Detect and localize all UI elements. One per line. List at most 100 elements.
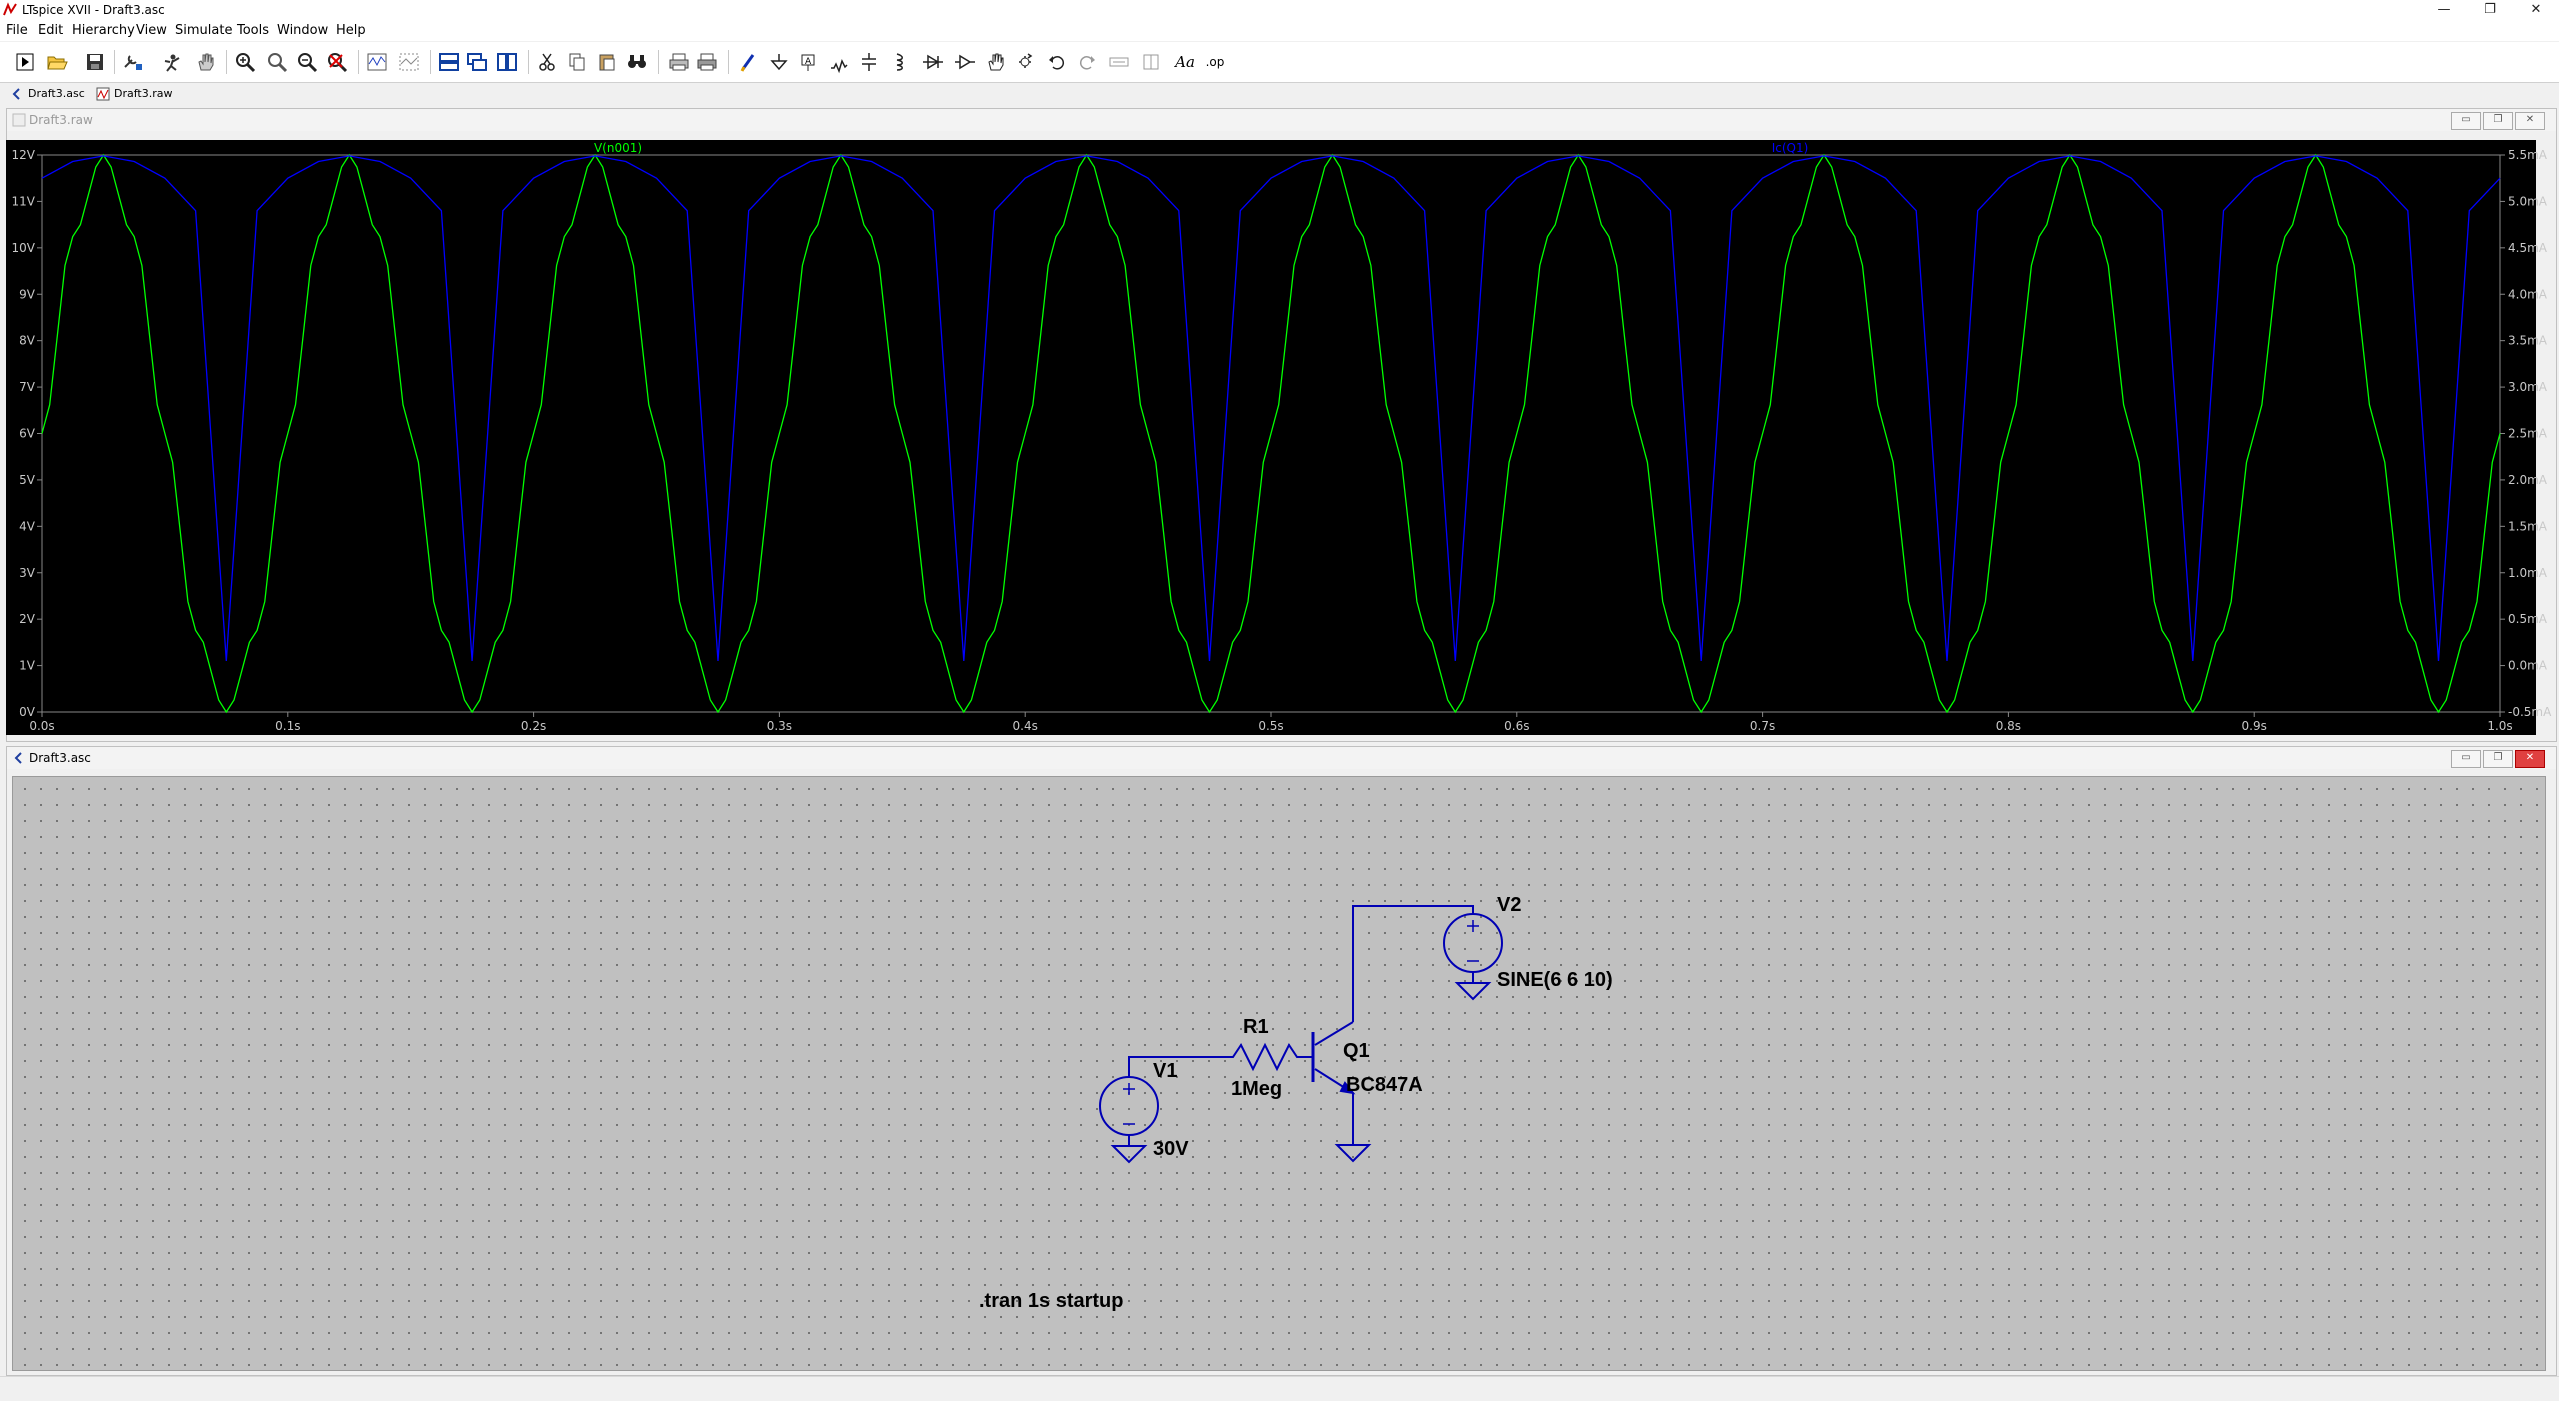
schematic-minimize-button[interactable]: ▭ xyxy=(2451,750,2481,768)
schematic-window-icon xyxy=(14,752,22,764)
menu-edit[interactable]: Edit xyxy=(38,23,64,38)
drag-icon[interactable] xyxy=(1012,49,1038,75)
cascade-icon[interactable] xyxy=(464,49,490,75)
wire-q1-collector-to-v2 xyxy=(1352,905,1474,1022)
label-net-icon[interactable]: A xyxy=(796,49,822,75)
toolbar-separator xyxy=(528,50,529,74)
schematic-close-button[interactable]: ✕ xyxy=(2515,750,2545,768)
waveform-minimize-button[interactable]: ▭ xyxy=(2451,112,2481,130)
diode-icon[interactable] xyxy=(920,49,946,75)
spice-directive-text[interactable]: .tran 1s startup xyxy=(979,1290,1123,1312)
zoom-area-icon[interactable] xyxy=(264,49,290,75)
pan-icon[interactable] xyxy=(192,49,218,75)
waveform-window-title: Draft3.raw xyxy=(29,113,93,127)
y-left-tick-label: 11V xyxy=(12,194,36,208)
tab-draft3-asc[interactable]: Draft3.asc xyxy=(6,85,85,103)
schematic-tab-icon xyxy=(12,88,20,100)
schematic-restore-button[interactable]: ❐ xyxy=(2483,750,2513,768)
move-icon[interactable] xyxy=(982,49,1008,75)
y-right-tick-label: 4.0mA xyxy=(2508,287,2548,301)
print-setup-icon[interactable] xyxy=(694,49,720,75)
toolbar-separator xyxy=(114,50,115,74)
rotate-icon[interactable] xyxy=(1106,49,1132,75)
y-right-tick-label: 5.5mA xyxy=(2508,148,2548,162)
undo-icon[interactable] xyxy=(1044,49,1070,75)
mirror-icon[interactable] xyxy=(1138,49,1164,75)
q1-ground-symbol xyxy=(1334,1144,1372,1163)
find-icon[interactable] xyxy=(624,49,650,75)
waveform-close-button[interactable]: ✕ xyxy=(2515,112,2545,130)
menu-file[interactable]: File xyxy=(6,23,28,38)
tab-draft3-raw[interactable]: Draft3.raw xyxy=(92,85,172,103)
inductor-icon[interactable] xyxy=(886,49,912,75)
menu-window[interactable]: Window xyxy=(277,23,329,38)
spice-directive-icon[interactable]: .op xyxy=(1202,49,1228,75)
grid-icon[interactable] xyxy=(396,49,422,75)
draw-wire-icon[interactable] xyxy=(736,49,762,75)
waveform-restore-button[interactable]: ❐ xyxy=(2483,112,2513,130)
open-icon[interactable] xyxy=(44,49,70,75)
x-tick-label: 0.3s xyxy=(767,719,792,733)
y-left-tick-label: 3V xyxy=(19,566,36,580)
r1-value-label[interactable]: 1Meg xyxy=(1231,1078,1282,1100)
schematic-drawing: V1 30V R1 1Meg Q1 BC847A V2 SINE(6 6 10)… xyxy=(979,894,1613,1312)
autorange-icon[interactable] xyxy=(364,49,390,75)
y-left-tick-label: 5V xyxy=(19,473,36,487)
maximize-button[interactable]: ❐ xyxy=(2484,2,2496,17)
run-icon[interactable] xyxy=(12,49,38,75)
minimize-button[interactable]: — xyxy=(2437,2,2451,17)
y-right-tick-label: 4.5mA xyxy=(2508,241,2548,255)
r1-resistor[interactable] xyxy=(1225,1042,1305,1072)
copy-icon[interactable] xyxy=(564,49,590,75)
v1-value-label[interactable]: 30V xyxy=(1153,1138,1189,1160)
close-button[interactable]: ✕ xyxy=(2530,2,2542,17)
y-right-tick-label: 5.0mA xyxy=(2508,194,2548,208)
q1-model-label[interactable]: BC847A xyxy=(1346,1074,1423,1096)
v2-label[interactable]: V2 xyxy=(1497,894,1521,916)
legend-label-ic-q1-: Ic(Q1) xyxy=(1772,141,1809,155)
menu-help[interactable]: Help xyxy=(336,23,366,38)
halt-icon[interactable] xyxy=(160,49,186,75)
zoom-out-icon[interactable] xyxy=(294,49,320,75)
v1-label[interactable]: V1 xyxy=(1153,1060,1177,1082)
x-tick-label: 0.4s xyxy=(1013,719,1038,733)
toolbar: A Aa .op xyxy=(0,42,2559,83)
r1-label[interactable]: R1 xyxy=(1243,1016,1269,1038)
x-tick-label: 0.5s xyxy=(1258,719,1283,733)
zoom-in-icon[interactable] xyxy=(232,49,258,75)
capacitor-icon[interactable] xyxy=(856,49,882,75)
ground-icon[interactable] xyxy=(766,49,792,75)
document-tab-strip: Draft3.asc Draft3.raw xyxy=(0,83,2559,104)
cut-icon[interactable] xyxy=(534,49,560,75)
y-left-tick-label: 4V xyxy=(19,519,36,533)
menu-view[interactable]: View xyxy=(136,23,167,38)
schematic-window-title: Draft3.asc xyxy=(29,751,91,765)
series-line-v-n001- xyxy=(41,153,2501,714)
menu-hierarchy[interactable]: Hierarchy xyxy=(72,23,135,38)
print-icon[interactable] xyxy=(666,49,692,75)
tile-vertical-icon[interactable] xyxy=(494,49,520,75)
menu-simulate[interactable]: Simulate xyxy=(175,23,233,38)
y-right-tick-label: 2.5mA xyxy=(2508,427,2548,441)
paste-icon[interactable] xyxy=(594,49,620,75)
schematic-canvas[interactable]: V1 30V R1 1Meg Q1 BC847A V2 SINE(6 6 10)… xyxy=(12,776,2546,1371)
text-icon[interactable]: Aa xyxy=(1172,49,1198,75)
component-icon[interactable] xyxy=(952,49,978,75)
v2-voltage-source[interactable] xyxy=(1443,913,1503,1001)
y-left-tick-label: 7V xyxy=(19,380,36,394)
control-panel-icon[interactable] xyxy=(120,49,146,75)
v2-value-label[interactable]: SINE(6 6 10) xyxy=(1497,969,1613,991)
q1-label[interactable]: Q1 xyxy=(1343,1040,1370,1062)
spice-directive-icon-label: .op xyxy=(1205,55,1225,69)
save-icon[interactable] xyxy=(82,49,108,75)
zoom-cancel-icon[interactable] xyxy=(324,49,350,75)
v1-voltage-source[interactable] xyxy=(1099,1066,1159,1164)
menu-tools[interactable]: Tools xyxy=(237,23,270,38)
tile-horizontal-icon[interactable] xyxy=(436,49,462,75)
q1-transistor[interactable] xyxy=(1311,1021,1356,1095)
x-tick-label: 0.1s xyxy=(275,719,300,733)
toolbar-separator xyxy=(728,50,729,74)
redo-icon[interactable] xyxy=(1074,49,1100,75)
resistor-icon[interactable] xyxy=(826,49,852,75)
